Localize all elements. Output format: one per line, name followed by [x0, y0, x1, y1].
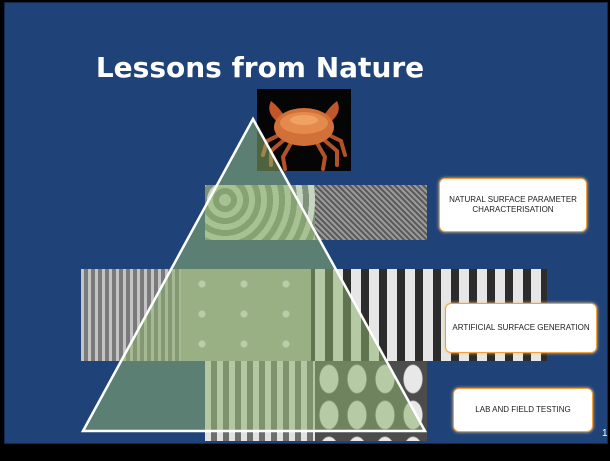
page-number: 1 — [602, 428, 608, 439]
natural-surface-label: NATURAL SURFACE PARAMETER CHARACTERISATI… — [439, 178, 587, 232]
lab-field-testing-label: LAB AND FIELD TESTING — [453, 388, 593, 432]
slide: Lessons from Nature — [4, 2, 608, 444]
artificial-surface-label: ARTIFICIAL SURFACE GENERATION — [445, 303, 597, 353]
